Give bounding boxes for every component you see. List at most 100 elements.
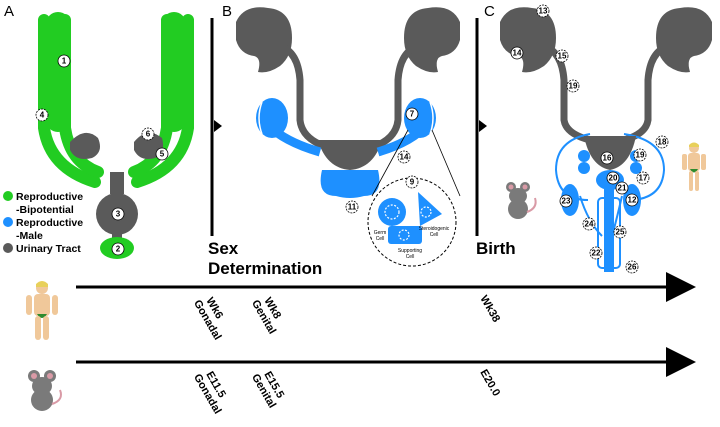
svg-text:22: 22 <box>592 249 601 258</box>
c-left-kidney <box>500 7 556 73</box>
svg-text:Wk38: Wk38 <box>477 294 502 325</box>
marker-22: 22 <box>589 246 603 260</box>
svg-text:16: 16 <box>603 154 612 163</box>
mouse-icon <box>28 370 62 411</box>
marker-13: 13 <box>536 4 550 18</box>
birth-label: Birth <box>476 239 516 258</box>
left-testis-outline <box>258 101 263 135</box>
marker-11: 11 <box>345 200 359 214</box>
human-figure-birth-icon <box>682 142 706 191</box>
urachus <box>110 172 124 194</box>
marker-1: 1 <box>57 54 71 68</box>
c-urethra <box>604 186 614 272</box>
divider-arrow-a-b <box>214 120 222 132</box>
svg-text:23: 23 <box>562 197 571 206</box>
left-kidney <box>236 7 292 73</box>
legend: Reproductive -Bipotential Reproductive -… <box>3 191 83 255</box>
supporting-cell-label-1: Supporting <box>398 248 422 254</box>
svg-text:15: 15 <box>558 52 567 61</box>
svg-text:24: 24 <box>585 220 594 229</box>
marker-12: 12 <box>625 193 639 207</box>
zoom-line-left <box>371 129 409 197</box>
human-figure-icon <box>26 281 58 340</box>
legend-label-urinary: Urinary Tract <box>16 243 81 255</box>
mouse-tick-e20: E20.0 <box>477 368 502 399</box>
legend-label-bipotential-1: Reproductive <box>16 191 83 203</box>
panel-c-birth-diagram <box>500 7 712 272</box>
number-markers: 1 2 3 4 5 6 7 9 11 12 13 14 14 15 16 17 … <box>35 4 669 274</box>
supporting-cell-label-2: Cell <box>406 254 415 260</box>
c-seminal-left-2 <box>578 162 590 174</box>
panel-letter-c: C <box>484 3 495 20</box>
svg-text:14: 14 <box>400 153 409 162</box>
legend-label-male-1: Reproductive <box>16 217 83 229</box>
left-testis <box>256 98 288 138</box>
human-tick-wk8: Wk8 Genital <box>249 296 283 337</box>
supporting-nucleus <box>398 229 410 241</box>
human-tick-wk6: Wk6 Gonadal <box>191 296 225 343</box>
svg-text:7: 7 <box>410 110 415 119</box>
steroidogenic-cell <box>418 192 442 226</box>
marker-14b: 14 <box>397 150 411 164</box>
divider-arrow-b-c <box>479 120 487 132</box>
marker-20: 20 <box>606 171 620 185</box>
left-ureter <box>278 42 332 152</box>
germ-cell-nucleus <box>384 204 400 220</box>
marker-26: 26 <box>625 260 639 274</box>
c-seminal-right-2 <box>630 162 642 174</box>
marker-25: 25 <box>613 225 627 239</box>
svg-text:17: 17 <box>639 174 648 183</box>
svg-text:3: 3 <box>116 210 121 219</box>
panel-letter-a: A <box>4 3 14 20</box>
supporting-cell <box>388 226 422 244</box>
mouse-tick-e11-5: E11.5 Gonadal <box>191 370 228 417</box>
bladder <box>318 140 382 170</box>
germ-cell-label-1: Germ <box>374 230 387 236</box>
marker-19b: 19 <box>633 148 647 162</box>
germ-cell <box>378 198 406 226</box>
zoom-line-right <box>431 129 461 197</box>
svg-text:12: 12 <box>628 196 637 205</box>
mouse-tick-e15-5: E15.5 Genital <box>249 370 286 411</box>
marker-15: 15 <box>555 49 569 63</box>
c-right-kidney <box>656 7 712 73</box>
svg-text:20: 20 <box>609 174 618 183</box>
svg-text:19: 19 <box>569 82 578 91</box>
steroidogenic-cell-label-2: Cell <box>430 232 439 238</box>
svg-text:9: 9 <box>410 178 415 187</box>
germ-cell-label-2: Cell <box>376 236 385 242</box>
steroidogenic-nucleus <box>420 206 432 218</box>
sex-determination-label-2: Determination <box>208 259 322 278</box>
marker-21: 21 <box>615 181 629 195</box>
right-testis-outline <box>429 101 434 135</box>
panel-letter-b: B <box>222 3 232 20</box>
svg-text:4: 4 <box>40 111 45 120</box>
c-right-vas <box>623 133 666 201</box>
c-right-ureter <box>622 42 670 144</box>
marker-18: 18 <box>655 135 669 149</box>
marker-5: 5 <box>155 147 169 161</box>
legend-swatch-male <box>3 217 13 227</box>
svg-text:25: 25 <box>616 228 625 237</box>
right-kidney <box>404 7 460 73</box>
svg-text:6: 6 <box>146 130 151 139</box>
mouse-birth-icon <box>506 182 537 219</box>
marker-14: 14 <box>510 46 524 60</box>
marker-2: 2 <box>111 242 125 256</box>
svg-text:13: 13 <box>539 7 548 16</box>
right-mesonephros <box>162 12 186 132</box>
c-seminal-left-1 <box>578 150 590 162</box>
marker-16: 16 <box>600 151 614 165</box>
marker-23: 23 <box>559 194 573 208</box>
svg-text:1: 1 <box>62 57 67 66</box>
c-left-ureter <box>542 42 591 144</box>
svg-text:E20.0: E20.0 <box>477 368 502 399</box>
svg-text:18: 18 <box>658 138 667 147</box>
legend-swatch-urinary <box>3 243 13 253</box>
marker-7: 7 <box>405 107 419 121</box>
svg-text:11: 11 <box>348 203 357 212</box>
svg-text:26: 26 <box>628 263 637 272</box>
marker-9: 9 <box>405 175 419 189</box>
steroidogenic-cell-label-1: Steroidogenic <box>419 226 450 232</box>
